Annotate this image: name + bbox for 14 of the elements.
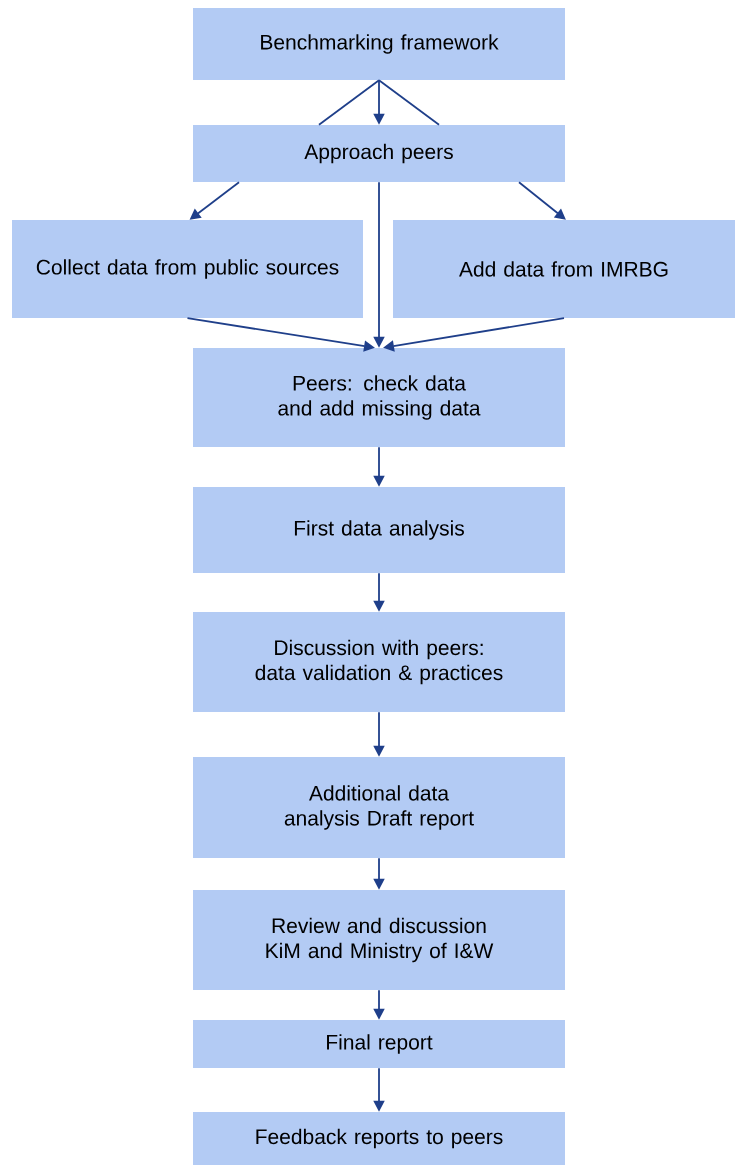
process-box: Approach peers [193, 125, 565, 182]
process-box: Benchmarking framework [193, 8, 565, 80]
process-box: Review and discussion KiM and Ministry of I&W [193, 890, 565, 990]
arrow [518, 181, 566, 220]
process-box: Discussion with peers: data validation & practices [193, 612, 565, 712]
connector-line [378, 79, 440, 126]
process-box: Final report [193, 1020, 565, 1068]
process-box: Additional data analysis Draft report [193, 757, 565, 858]
process-box: Collect data from public sources [12, 220, 363, 318]
process-box: Add data from IMRBG [393, 220, 735, 318]
process-box: Feedback reports to peers [193, 1112, 565, 1165]
connector-line [318, 79, 380, 126]
process-box: Peers: check data and add missing data [193, 348, 565, 447]
process-box: First data analysis [193, 487, 565, 573]
